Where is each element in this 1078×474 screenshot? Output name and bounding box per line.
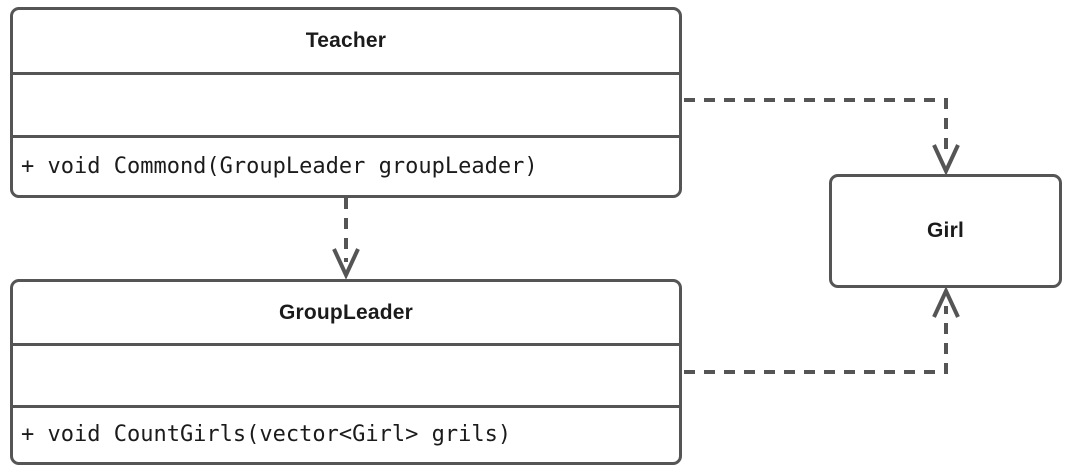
open-arrowhead-icon [332, 248, 360, 280]
uml-class-girl[interactable]: Girl [829, 174, 1062, 288]
attributes-compartment [13, 343, 679, 405]
methods-compartment: + void Commond(GroupLeader groupLeader) [13, 135, 679, 195]
methods-compartment: + void CountGirls(vector<Girl> grils) [13, 405, 679, 462]
class-name-compartment: Girl [832, 177, 1059, 285]
class-name-compartment: GroupLeader [13, 282, 679, 343]
dependency-teacher-to-groupleader [332, 198, 360, 280]
open-arrowhead-icon [932, 144, 960, 176]
method-signature: + void CountGirls(vector<Girl> grils) [21, 422, 512, 447]
class-name-label: Girl [927, 219, 964, 242]
attributes-compartment [13, 72, 679, 135]
class-name-label: GroupLeader [278, 300, 414, 324]
uml-class-teacher[interactable]: Teacher + void Commond(GroupLeader group… [10, 7, 682, 198]
class-name-label: Teacher [305, 29, 387, 52]
dependency-groupleader-to-girl [684, 286, 960, 374]
dependency-teacher-to-girl [684, 98, 960, 176]
uml-class-groupleader[interactable]: GroupLeader + void CountGirls(vector<Gir… [10, 279, 682, 465]
open-arrowhead-icon [932, 286, 960, 318]
method-signature: + void Commond(GroupLeader groupLeader) [21, 153, 538, 179]
dependency-line [684, 98, 948, 157]
class-name-compartment: Teacher [13, 10, 679, 72]
dependency-line [684, 306, 948, 374]
